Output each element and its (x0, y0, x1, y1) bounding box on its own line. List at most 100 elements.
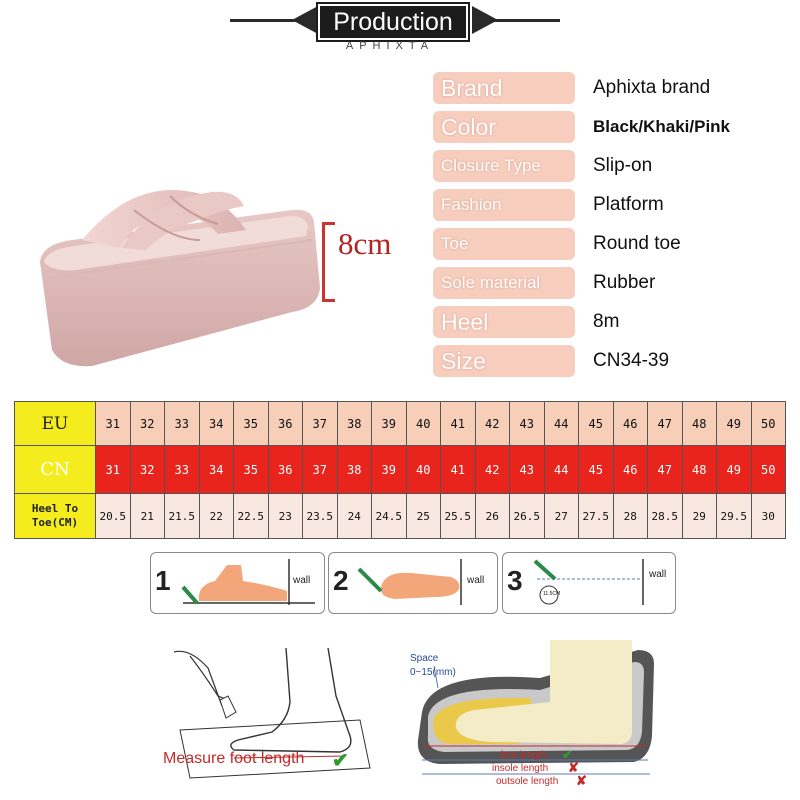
brand-subtitle: APHIXTA (345, 40, 435, 52)
eu-size-cell: 39 (371, 401, 407, 446)
step-1-panel: 1 wall (150, 552, 325, 614)
eu-size-cell: 31 (95, 401, 131, 446)
cn-size-cell: 45 (578, 445, 614, 494)
page-title: Production (318, 4, 468, 40)
eu-size-cell: 45 (578, 401, 614, 446)
spec-label-sole: Sole material (433, 267, 575, 299)
step-number: 3 (507, 565, 523, 596)
heel-to-toe-cell: 26 (474, 493, 510, 539)
spec-label-brand: Brand (433, 72, 575, 104)
cn-size-cell: 48 (681, 445, 717, 494)
eu-size-cell: 44 (543, 401, 579, 446)
cn-size-cell: 43 (509, 445, 545, 494)
heel-height-label: 8cm (338, 226, 392, 261)
measure-length-icon (533, 559, 644, 605)
cn-size-cell: 35 (233, 445, 269, 494)
eu-size-cell: 35 (233, 401, 269, 446)
shoe-cross-section-illustration (417, 640, 654, 775)
heel-against-wall-icon (181, 559, 315, 605)
cn-label: CN (14, 445, 96, 494)
spec-value-size: CN34-39 (593, 350, 670, 371)
eu-label: EU (14, 401, 96, 446)
cn-size-cell: 44 (543, 445, 579, 494)
eu-size-cell: 50 (750, 401, 786, 446)
heel-height-bracket (322, 222, 335, 302)
heel-to-toe-cell: 21 (129, 493, 165, 539)
step-number: 1 (155, 565, 171, 596)
heel-to-toe-cell: 29 (681, 493, 717, 539)
spec-label-size: Size (433, 345, 575, 377)
eu-size-cell: 48 (681, 401, 717, 446)
spec-label-toe: Toe (433, 228, 575, 260)
cn-size-cell: 39 (371, 445, 407, 494)
cn-size-cell: 46 (612, 445, 648, 494)
spec-label-fashion: Fashion (433, 189, 575, 221)
foot-top-view-icon (357, 559, 462, 605)
check-icon: ✔ (562, 747, 573, 762)
wall-label: wall (467, 575, 485, 586)
eu-size-cell: 41 (440, 401, 476, 446)
eu-size-cell: 34 (198, 401, 234, 446)
cn-size-cell: 50 (750, 445, 786, 494)
header-line-left (230, 19, 300, 22)
heel-to-toe-cell: 27.5 (578, 493, 614, 539)
heel-to-toe-cell: 21.5 (164, 493, 200, 539)
space-range-label: 0~15(mm) (410, 667, 456, 678)
wall-label: wall (649, 569, 667, 580)
eu-size-cell: 46 (612, 401, 648, 446)
cn-size-cell: 31 (95, 445, 131, 494)
cn-size-cell: 36 (267, 445, 303, 494)
heel-to-toe-cell: 23.5 (302, 493, 338, 539)
heel-to-toe-cell: 23 (267, 493, 303, 539)
heel-to-toe-cell: 28 (612, 493, 648, 539)
measure-foot-label: Measure foot length (163, 750, 305, 767)
eu-size-cell: 40 (405, 401, 441, 446)
heel-to-toe-cell: 22.5 (233, 493, 269, 539)
header-arrow-left-icon (292, 6, 318, 34)
cn-size-cell: 33 (164, 445, 200, 494)
eu-size-cell: 32 (129, 401, 165, 446)
heel-to-toe-cell: 24.5 (371, 493, 407, 539)
cn-size-cell: 38 (336, 445, 372, 494)
eu-size-cell: 38 (336, 401, 372, 446)
cn-size-cell: 37 (302, 445, 338, 494)
heel-to-toe-cell: 30 (750, 493, 786, 539)
spec-value-sole: Rubber (593, 272, 656, 293)
heel-label-line1: Heel To (31, 502, 79, 515)
cn-size-cell: 41 (440, 445, 476, 494)
eu-size-cell: 47 (647, 401, 683, 446)
cn-size-cell: 42 (474, 445, 510, 494)
heel-to-toe-cell: 25.5 (440, 493, 476, 539)
eu-size-cell: 42 (474, 401, 510, 446)
insole-length-label: insole length (492, 763, 549, 774)
heel-to-toe-cell: 26.5 (509, 493, 545, 539)
heel-label-line2: Toe(CM) (31, 516, 79, 529)
spec-label-closure: Closure Type (433, 150, 575, 182)
spec-value-closure: Slip-on (593, 155, 653, 176)
spec-value-toe: Round toe (593, 233, 681, 254)
heel-to-toe-cell: 29.5 (716, 493, 752, 539)
foot-length-label: foot length (500, 750, 547, 761)
spec-value-heel: 8m (593, 311, 620, 332)
spec-value-color: Black/Khaki/Pink (593, 117, 731, 136)
eu-size-cell: 37 (302, 401, 338, 446)
eu-size-cell: 33 (164, 401, 200, 446)
cross-icon: ✘ (576, 773, 587, 788)
heel-to-toe-cell: 25 (405, 493, 441, 539)
cn-size-cell: 40 (405, 445, 441, 494)
check-icon: ✔ (332, 750, 349, 772)
wall-label: wall (293, 575, 311, 586)
heel-to-toe-cell: 22 (198, 493, 234, 539)
cn-size-cell: 49 (716, 445, 752, 494)
cn-size-cell: 47 (647, 445, 683, 494)
heel-to-toe-cell: 27 (543, 493, 579, 539)
length-note: 11.5CM (543, 591, 561, 597)
step-3-panel: 3 11.5CM wall (502, 552, 676, 614)
spec-value-brand: Aphixta brand (593, 77, 711, 98)
heel-to-toe-cell: 20.5 (95, 493, 131, 539)
